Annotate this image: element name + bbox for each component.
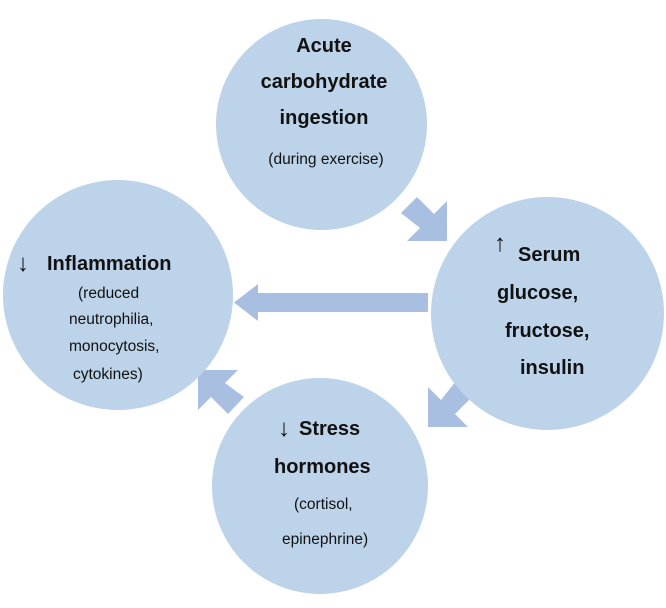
serum-title-line-3: fructose, xyxy=(505,320,590,342)
node-stress-hormones xyxy=(212,378,428,594)
inflammation-title: Inflammation xyxy=(47,253,172,275)
stress-title-line-1: Stress xyxy=(299,418,361,440)
inflammation-detail-line-3: monocytosis, xyxy=(69,338,160,355)
acute-title-line-3: ingestion xyxy=(279,107,369,129)
serum-title-line-4: insulin xyxy=(520,357,585,379)
arrow-serum-to-inflammation xyxy=(234,284,428,321)
inflammation-detail-line-4: cytokines) xyxy=(73,366,143,383)
acute-title-line-2: carbohydrate xyxy=(260,71,388,93)
stress-detail-line-2: epinephrine) xyxy=(282,531,369,548)
node-inflammation xyxy=(3,180,233,410)
acute-subtitle: (during exercise) xyxy=(268,151,384,168)
arrow-acute-to-serum xyxy=(401,197,447,241)
acute-title-line-1: Acute xyxy=(296,35,352,57)
node-serum-glucose xyxy=(431,197,664,430)
serum-up-arrow-icon: ↑ xyxy=(494,230,506,257)
stress-title-line-2: hormones xyxy=(274,456,371,478)
inflammation-detail-line-2: neutrophilia, xyxy=(69,311,154,328)
stress-down-arrow-icon: ↓ xyxy=(278,415,290,442)
serum-title-line-1: Serum xyxy=(518,244,581,266)
inflammation-down-arrow-icon: ↓ xyxy=(17,250,29,277)
node-acute-carbohydrate-ingestion xyxy=(216,19,427,230)
arrow-stress-to-inflammation xyxy=(198,370,244,414)
inflammation-detail-line-1: (reduced xyxy=(78,285,140,302)
serum-title-line-2: glucose, xyxy=(497,282,579,304)
stress-detail-line-1: (cortisol, xyxy=(294,496,353,513)
